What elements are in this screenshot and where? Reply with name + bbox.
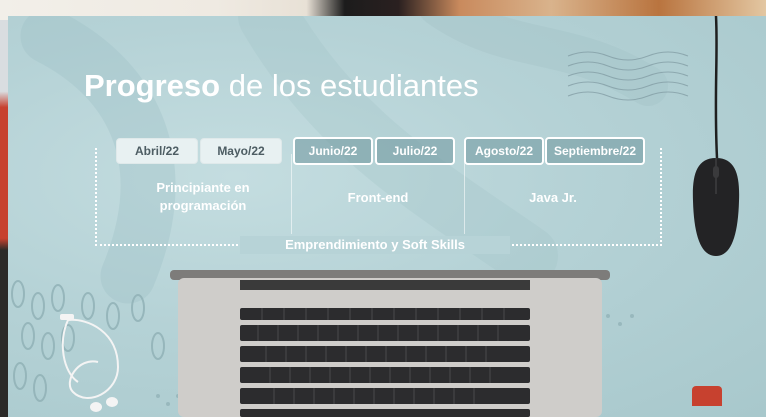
stage-divider [464, 154, 465, 234]
month-pill-julio: Julio/22 [375, 137, 455, 165]
month-pill-agosto: Agosto/22 [464, 137, 544, 165]
mouse-icon [692, 16, 740, 256]
slide-title: Progreso de los estudiantes [84, 68, 479, 104]
stage-label-frontend: Front-end [347, 190, 409, 205]
stage-label-java: Java Jr. [529, 190, 577, 205]
month-pill-junio: Junio/22 [293, 137, 373, 165]
title-bold: Progreso [84, 68, 221, 103]
presentation-slide: Progreso de los estudiantes Abril/22 May… [8, 16, 766, 417]
title-rest: de los estudiantes [220, 68, 479, 103]
corner-button[interactable] [692, 386, 722, 406]
month-pill-mayo: Mayo/22 [200, 138, 282, 164]
earphones-icon [60, 314, 120, 412]
bottom-label-softskills: Emprendimiento y Soft Skills [240, 236, 510, 254]
stage-divider [291, 154, 292, 234]
stage-label-principiante: Principiante en programación [156, 180, 250, 213]
month-pill-abril: Abril/22 [116, 138, 198, 164]
window-top-strip [0, 0, 766, 20]
laptop-icon [170, 270, 610, 417]
window-left-strip [0, 20, 8, 417]
month-pill-septiembre: Septiembre/22 [545, 137, 645, 165]
